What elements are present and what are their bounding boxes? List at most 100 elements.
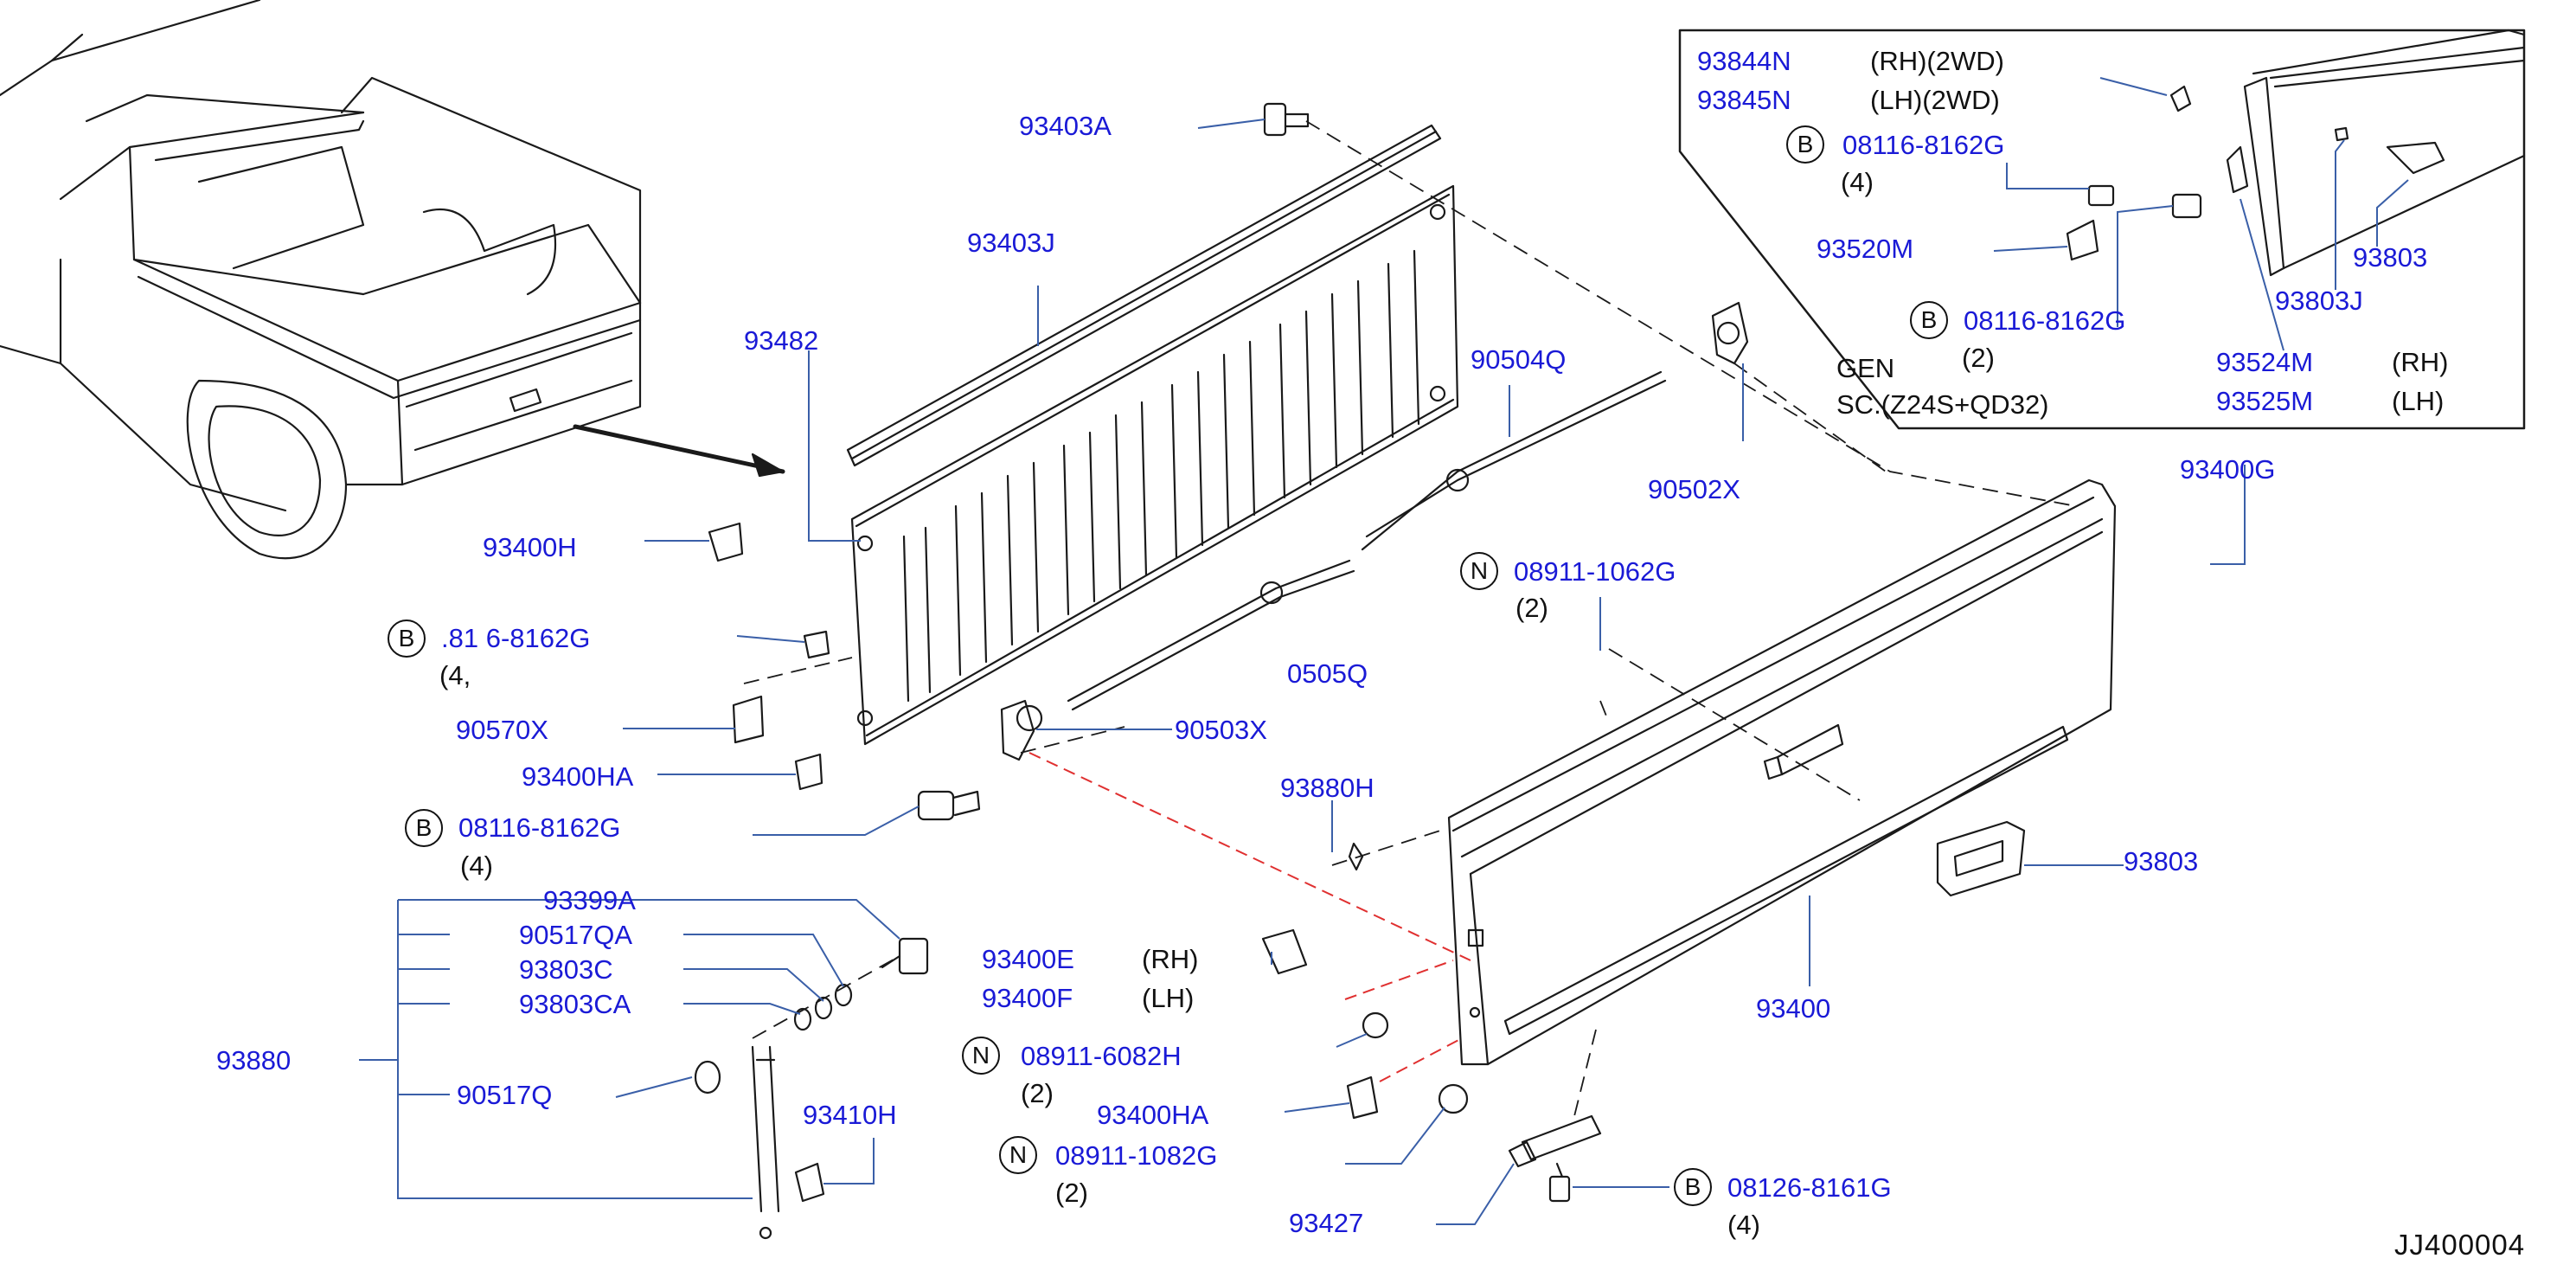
callout-90517Q[interactable]: 90517Q	[457, 1080, 553, 1110]
qty-nut-3: (2)	[1055, 1178, 1088, 1208]
callout-93880H[interactable]: 93880H	[1280, 773, 1375, 803]
callout-nut-2[interactable]: 08911-6082H	[1021, 1041, 1182, 1071]
bolt-top-illustration	[803, 630, 830, 659]
bolt-symbol-mid: B	[405, 809, 443, 847]
callout-93403A[interactable]: 93403A	[1019, 111, 1112, 141]
bolt-93403A-illustration	[1263, 102, 1310, 137]
inset-callout-93524M[interactable]: 93524M	[2216, 347, 2314, 377]
callout-bolt-top[interactable]: .81 6-8162G	[441, 623, 591, 653]
inset-note-93844N: (RH)(2WD)	[1870, 46, 2004, 76]
callout-90505Q[interactable]: 0505Q	[1287, 658, 1368, 689]
washer-90517Q-illustration	[694, 1060, 721, 1095]
latch-90503X-illustration	[1000, 699, 1043, 761]
callout-90504Q[interactable]: 90504Q	[1471, 344, 1567, 375]
callout-93400HA-top[interactable]: 93400HA	[522, 761, 634, 792]
handle-93803-illustration	[1936, 820, 2026, 897]
callout-93403J[interactable]: 93403J	[967, 228, 1055, 258]
inset-clip-93844N	[2169, 85, 2192, 112]
washer-93803CA-illustration	[793, 1007, 812, 1031]
callout-93482[interactable]: 93482	[744, 325, 819, 356]
callout-93400[interactable]: 93400	[1756, 993, 1831, 1024]
callout-93410H[interactable]: 93410H	[803, 1100, 897, 1130]
inset-callout-93520M[interactable]: 93520M	[1817, 234, 1914, 264]
clip-93400H-illustration	[708, 522, 744, 562]
inset-gen-label: GEN	[1836, 353, 1895, 383]
qty-bolt-mid: (4)	[460, 851, 493, 881]
inner-panel-illustration	[850, 184, 1459, 746]
callout-93803CA[interactable]: 93803CA	[519, 989, 631, 1019]
bolt-symbol-bottom: B	[1674, 1168, 1712, 1206]
inset-rod-93524M	[2226, 145, 2249, 194]
inset-note-93524M: (RH)	[2392, 347, 2449, 377]
callout-93803C[interactable]: 93803C	[519, 954, 613, 985]
callout-90503X[interactable]: 90503X	[1175, 715, 1267, 745]
callout-nut-3[interactable]: 08911-1082G	[1055, 1140, 1218, 1171]
inset-qty-bolt-1: (4)	[1841, 167, 1874, 197]
inset-bolt-2	[2171, 193, 2202, 219]
inset-bolt-symbol-2: B	[1910, 301, 1948, 339]
nut-N3-illustration	[1438, 1083, 1469, 1114]
callout-93427[interactable]: 93427	[1289, 1208, 1364, 1238]
inset-note-93845N: (LH)(2WD)	[1870, 85, 2000, 115]
callout-93400F[interactable]: 93400F	[982, 983, 1073, 1013]
callout-93803[interactable]: 93803	[2124, 846, 2199, 876]
callout-93399A[interactable]: 93399A	[543, 885, 636, 915]
inset-callout-93845N[interactable]: 93845N	[1697, 85, 1791, 115]
red-alignment-line-2	[1344, 960, 1454, 1000]
qty-nut-2: (2)	[1021, 1078, 1054, 1108]
callout-bolt-bottom[interactable]: 08126-8161G	[1727, 1172, 1892, 1203]
bolt-symbol-top: B	[388, 620, 426, 658]
callout-bolt-mid[interactable]: 08116-8162G	[458, 812, 621, 843]
washer-93803C-illustration	[814, 996, 833, 1020]
inset-sc-label: SC.(Z24S+QD32)	[1836, 389, 2049, 420]
inset-qty-bolt-2: (2)	[1962, 343, 1995, 373]
inset-callout-93803[interactable]: 93803	[2353, 242, 2428, 273]
callout-90517QA[interactable]: 90517QA	[519, 920, 632, 950]
tailgate-illustration	[1447, 478, 2117, 1066]
clip-93400HA-bottom-illustration	[1346, 1075, 1379, 1120]
note-93400E: (RH)	[1142, 944, 1199, 974]
latch-90502X-illustration	[1711, 301, 1749, 365]
clip-93410H-illustration	[794, 1162, 825, 1203]
top-rail-illustration	[846, 124, 1442, 467]
callout-93400E[interactable]: 93400E	[982, 944, 1074, 974]
red-alignment-line-1	[1028, 752, 1471, 961]
callout-93400HA-bottom[interactable]: 93400HA	[1097, 1100, 1209, 1130]
inset-callout-bolt-2[interactable]: 08116-8162G	[1964, 305, 2126, 336]
inset-callout-93844N[interactable]: 93844N	[1697, 46, 1791, 76]
qty-bolt-top: (4,	[439, 660, 471, 690]
diagram-code: JJ400004	[2394, 1229, 2526, 1261]
overview-arrow	[573, 424, 785, 478]
hinge-93427-illustration	[1508, 1114, 1602, 1168]
rod-90504Q-illustration	[1361, 370, 1667, 551]
callout-93400H[interactable]: 93400H	[483, 532, 577, 562]
inset-callout-93803J[interactable]: 93803J	[2275, 286, 2363, 316]
inset-callout-bolt-1[interactable]: 08116-8162G	[1842, 130, 2005, 160]
inset-note-93525M: (LH)	[2392, 386, 2445, 416]
qty-nut-1: (2)	[1515, 593, 1548, 623]
inset-bolt-1	[2087, 184, 2115, 207]
inset-frame	[1678, 29, 2526, 430]
bolt-bottom-illustration	[1548, 1162, 1571, 1203]
nut-N2-illustration	[1362, 1011, 1389, 1039]
qty-bolt-bottom: (4)	[1727, 1210, 1760, 1240]
callout-90570X[interactable]: 90570X	[456, 715, 548, 745]
stay-93880-illustration	[751, 1045, 780, 1240]
stud-93880H-illustration	[1348, 842, 1364, 871]
bolt-93399A-illustration	[881, 937, 929, 975]
bracket-90570X-illustration	[732, 695, 765, 744]
truck-overview-illustration	[0, 0, 642, 560]
inset-bracket-93520M	[2066, 219, 2099, 261]
bumper-93400E-illustration	[1261, 928, 1308, 975]
inset-tailgate-illustration	[2243, 29, 2526, 277]
bolt-mid-illustration	[917, 790, 981, 821]
inset-callout-93525M[interactable]: 93525M	[2216, 386, 2314, 416]
nut-symbol-3: N	[999, 1136, 1037, 1174]
callout-93880[interactable]: 93880	[216, 1045, 292, 1075]
callout-90502X[interactable]: 90502X	[1648, 474, 1740, 504]
callout-nut-1[interactable]: 08911-1062G	[1514, 556, 1676, 587]
callout-93400G[interactable]: 93400G	[2180, 454, 2276, 485]
clip-93400HA-illustration	[794, 753, 823, 791]
